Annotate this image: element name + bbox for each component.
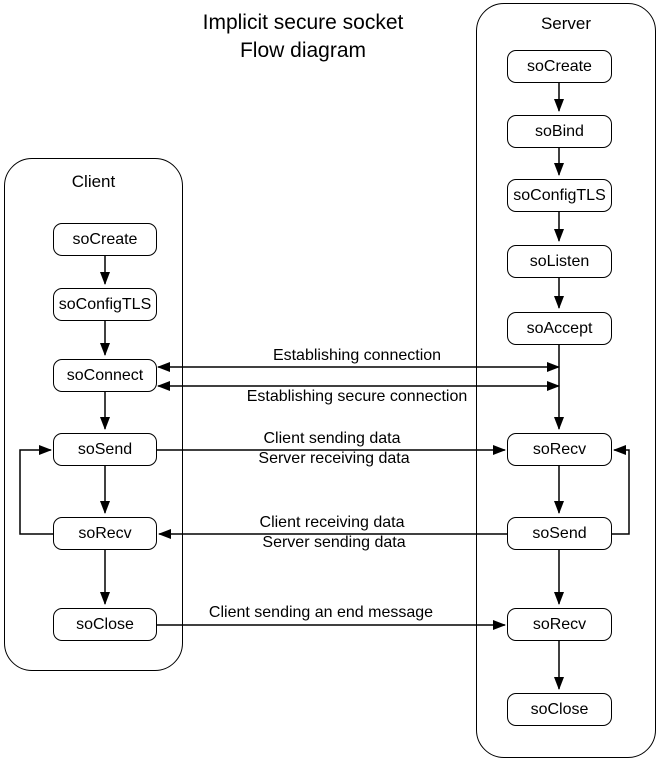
- server-panel: Server: [476, 3, 656, 758]
- diagram-title: Implicit secure socket Flow diagram: [73, 9, 533, 65]
- node-client-sorecv: soRecv: [53, 517, 157, 550]
- edge-label-client-sending-end-message: Client sending an end message: [208, 604, 434, 621]
- diagram-title-line1: Implicit secure socket: [202, 11, 404, 34]
- node-server-sosend: soSend: [507, 517, 612, 550]
- edge-label-client-receiving-data: Client receiving data: [259, 514, 405, 531]
- edge-label-server-receiving-data: Server receiving data: [258, 450, 410, 467]
- node-client-sosend: soSend: [53, 433, 157, 466]
- node-server-soconfigtls: soConfigTLS: [507, 179, 612, 212]
- server-panel-title: Server: [540, 14, 592, 33]
- node-server-sobind: soBind: [507, 115, 612, 148]
- node-server-soaccept: soAccept: [507, 312, 612, 345]
- node-server-sorecv-1: soRecv: [507, 433, 612, 466]
- edge-label-establishing-connection: Establishing connection: [272, 347, 442, 364]
- diagram-title-line2: Flow diagram: [239, 39, 367, 62]
- node-client-soclose: soClose: [53, 608, 157, 641]
- node-server-socreate: soCreate: [507, 50, 612, 83]
- node-client-soconfigtls: soConfigTLS: [53, 288, 157, 321]
- client-panel: Client: [4, 158, 183, 671]
- edge-label-establishing-secure-connection: Establishing secure connection: [246, 388, 468, 405]
- node-server-solisten: soListen: [507, 245, 612, 278]
- edge-label-client-sending-data: Client sending data: [263, 430, 401, 447]
- node-client-soconnect: soConnect: [53, 359, 157, 392]
- client-panel-title: Client: [71, 172, 116, 191]
- node-server-soclose: soClose: [507, 693, 612, 726]
- node-server-sorecv-2: soRecv: [507, 608, 612, 641]
- node-client-socreate: soCreate: [53, 223, 157, 256]
- edge-label-server-sending-data: Server sending data: [262, 534, 406, 551]
